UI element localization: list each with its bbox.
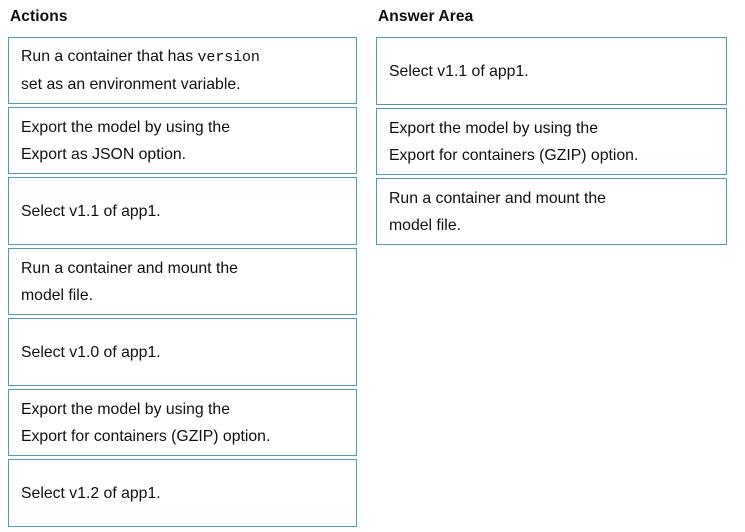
actions-column: Actions Run a container that has version… bbox=[8, 0, 357, 527]
inline-text: Run a container and mount the bbox=[389, 189, 606, 207]
inline-code-token: version bbox=[197, 49, 260, 66]
card-select-v1-1[interactable]: Select v1.1 of app1. bbox=[8, 177, 357, 245]
card-text-line: Run a container and mount the bbox=[21, 255, 344, 282]
inline-text: Run a container that has bbox=[21, 48, 198, 65]
card-text-line: Select v1.2 of app1. bbox=[21, 480, 344, 507]
card-text-line: Select v1.1 of app1. bbox=[389, 58, 714, 85]
card-text-line: Export the model by using the bbox=[389, 115, 714, 142]
inline-text: model file. bbox=[21, 286, 93, 304]
card-text-line: Export as JSON option. bbox=[21, 141, 344, 168]
card-text-line: Select v1.0 of app1. bbox=[21, 339, 344, 366]
card-answer-run-container-mount[interactable]: Run a container and mount the model file. bbox=[376, 178, 727, 245]
actions-heading: Actions bbox=[10, 8, 68, 25]
answer-area-heading: Answer Area bbox=[378, 8, 474, 25]
inline-text: Export for containers (GZIP) option. bbox=[389, 146, 639, 164]
inline-text: Export the model by using the bbox=[21, 400, 230, 418]
card-text-line: Run a container and mount the bbox=[389, 185, 714, 212]
inline-text: Export the model by using the bbox=[21, 118, 230, 136]
inline-text: Run a container and mount the bbox=[21, 259, 238, 277]
card-text-line: Export the model by using the bbox=[21, 396, 344, 423]
inline-text: Export the model by using the bbox=[389, 119, 598, 137]
card-select-v1-2[interactable]: Select v1.2 of app1. bbox=[8, 459, 357, 527]
inline-text: Select v1.0 of app1. bbox=[21, 343, 161, 361]
card-text-line: model file. bbox=[389, 212, 714, 239]
actions-card-stack: Run a container that has version set as a… bbox=[8, 37, 357, 527]
inline-text: model file. bbox=[389, 216, 461, 234]
card-select-v1-0[interactable]: Select v1.0 of app1. bbox=[8, 318, 357, 386]
card-run-container-version-env[interactable]: Run a container that has version set as a… bbox=[8, 37, 357, 104]
answer-area-column: Answer Area Select v1.1 of app1. Export t… bbox=[376, 0, 727, 245]
card-text-line: Export for containers (GZIP) option. bbox=[389, 142, 714, 169]
card-answer-select-v1-1[interactable]: Select v1.1 of app1. bbox=[376, 37, 727, 105]
inline-text: Select v1.1 of app1. bbox=[389, 62, 529, 80]
card-text-line: model file. bbox=[21, 282, 344, 309]
answer-area-card-stack: Select v1.1 of app1. Export the model by … bbox=[376, 37, 727, 245]
card-text-line: Export for containers (GZIP) option. bbox=[21, 423, 344, 450]
card-run-container-mount[interactable]: Run a container and mount the model file. bbox=[8, 248, 357, 315]
inline-text: Select v1.1 of app1. bbox=[21, 202, 161, 220]
card-text-line: set as an environment variable. bbox=[21, 71, 344, 98]
card-text-line: Export the model by using the bbox=[21, 114, 344, 141]
card-text-line: Run a container that has version bbox=[21, 43, 344, 71]
inline-text: set as an environment variable. bbox=[21, 76, 241, 93]
inline-text: Select v1.2 of app1. bbox=[21, 484, 161, 502]
card-text-line: Select v1.1 of app1. bbox=[21, 198, 344, 225]
inline-text: Export as JSON option. bbox=[21, 145, 187, 163]
inline-text: Export for containers (GZIP) option. bbox=[21, 427, 271, 445]
